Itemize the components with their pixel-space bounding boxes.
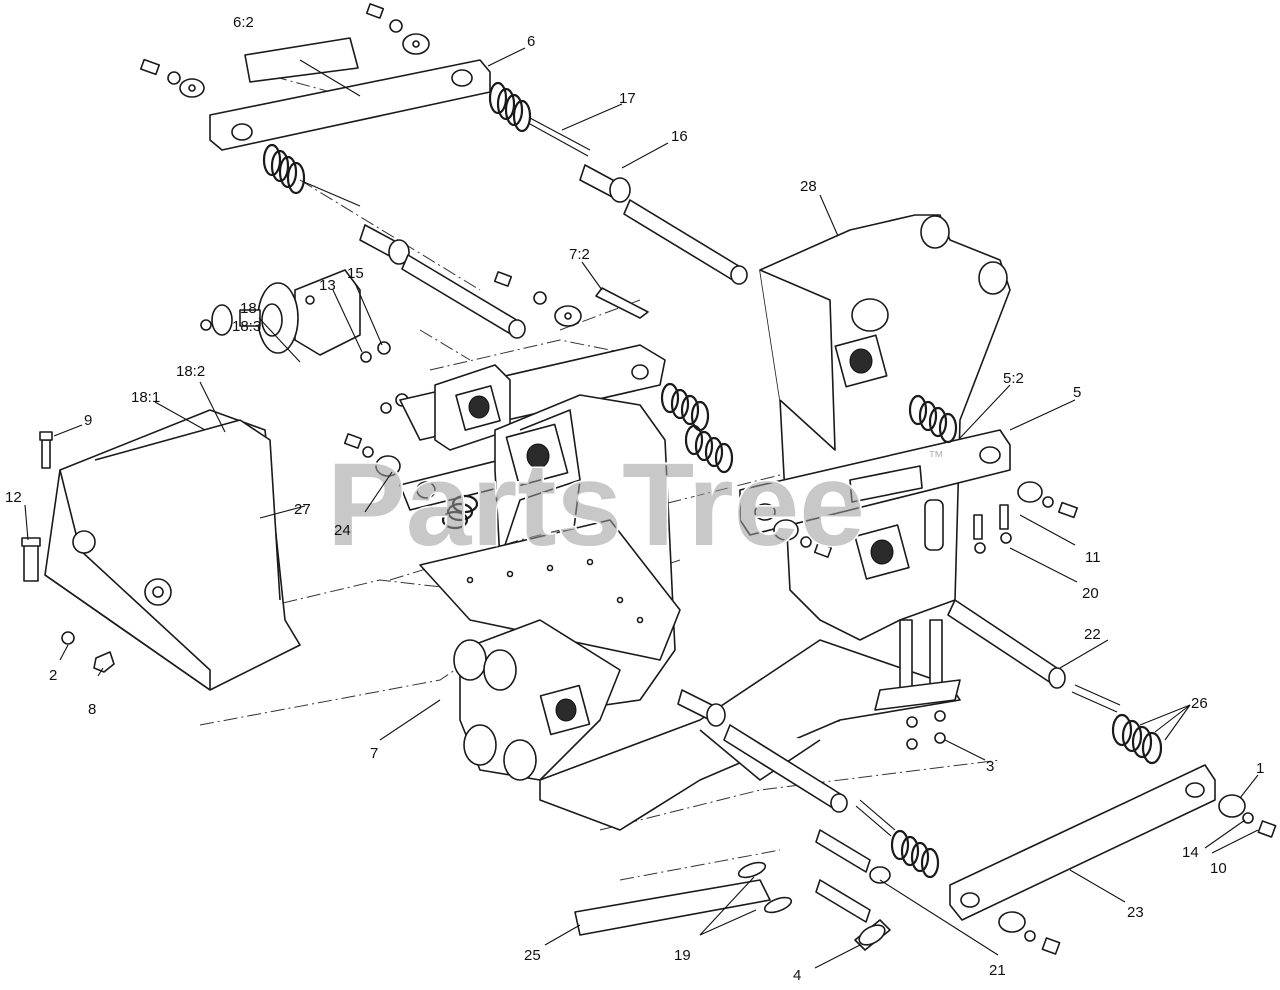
callout-18-3: 18:3	[232, 318, 261, 335]
callout-9: 9	[84, 412, 92, 429]
springs-26	[1111, 713, 1163, 765]
bottom-link-plate	[949, 764, 1216, 921]
cover-bolts	[21, 431, 53, 582]
callout-25: 25	[524, 947, 541, 964]
lower-link-plate	[739, 429, 1011, 536]
callout-7: 7	[370, 745, 378, 762]
clevis-pin	[815, 829, 891, 951]
callout-labels: 1 2 3 4 5 5:2 6 6:2 7 7:2 8 9 10 11 12 1…	[5, 14, 1264, 984]
callout-6-2: 6:2	[233, 14, 254, 31]
callout-13: 13	[319, 277, 336, 294]
bushing-right	[579, 164, 631, 203]
bushing-left	[359, 224, 410, 265]
watermark-trademark: ™	[928, 449, 944, 466]
callout-6: 6	[527, 33, 535, 50]
callout-21: 21	[989, 962, 1006, 979]
callout-18-2: 18:2	[176, 363, 205, 380]
watermark: PartsTree ™	[326, 438, 945, 573]
main-housing	[759, 214, 1011, 641]
hairpin-clips	[737, 861, 793, 914]
callout-4: 4	[793, 967, 801, 984]
callout-19: 19	[674, 947, 691, 964]
callout-24: 24	[334, 522, 351, 539]
decal-6-2	[244, 37, 361, 97]
callout-18: 18	[240, 300, 257, 317]
callout-1: 1	[1256, 760, 1264, 777]
short-bushing	[677, 689, 726, 727]
callout-26: 26	[1191, 695, 1208, 712]
callout-leaders	[24, 47, 1259, 969]
decal-7-2	[595, 287, 649, 319]
lower-springs	[855, 799, 940, 884]
hardware-bottom	[998, 794, 1277, 955]
callout-27: 27	[294, 501, 311, 518]
callout-20: 20	[1082, 585, 1099, 602]
plate-5-springs	[908, 394, 958, 444]
hardware-right	[773, 481, 1079, 558]
callout-8: 8	[88, 701, 96, 718]
callout-28: 28	[800, 178, 817, 195]
callout-5-2: 5:2	[1003, 370, 1024, 387]
base-plate	[419, 519, 681, 661]
mid-springs	[441, 382, 734, 530]
hardware-mid	[343, 271, 582, 477]
callout-14: 14	[1182, 844, 1199, 861]
shaft-upper-right	[623, 199, 748, 285]
callout-10: 10	[1210, 860, 1227, 877]
callout-23: 23	[1127, 904, 1144, 921]
spring-upper-right	[488, 81, 591, 157]
callout-11: 11	[1085, 549, 1101, 566]
shaft-upper-left	[401, 254, 526, 339]
callout-16: 16	[671, 128, 688, 145]
callout-18-1: 18:1	[131, 389, 160, 406]
cover-nuts	[61, 631, 115, 673]
callout-22: 22	[1084, 626, 1101, 643]
mount-studs	[874, 619, 961, 750]
spring-upper-left	[262, 143, 361, 207]
callout-15: 15	[347, 265, 364, 282]
callout-12: 12	[5, 489, 22, 506]
lower-shaft	[947, 599, 1121, 713]
callout-2: 2	[49, 667, 57, 684]
callout-3: 3	[986, 758, 994, 775]
callout-5: 5	[1073, 384, 1081, 401]
hardware-top-right	[365, 3, 430, 55]
gearbox-cover	[44, 409, 301, 691]
lower-shaft-2	[723, 724, 848, 813]
hydraulic-motor	[200, 269, 361, 356]
bearing-block-a	[434, 364, 511, 451]
watermark-text: PartsTree	[327, 439, 865, 571]
hardware-top-left	[139, 58, 205, 98]
callout-7-2: 7:2	[569, 246, 590, 263]
callout-17: 17	[619, 90, 636, 107]
lower-roller-carriage	[453, 619, 621, 781]
